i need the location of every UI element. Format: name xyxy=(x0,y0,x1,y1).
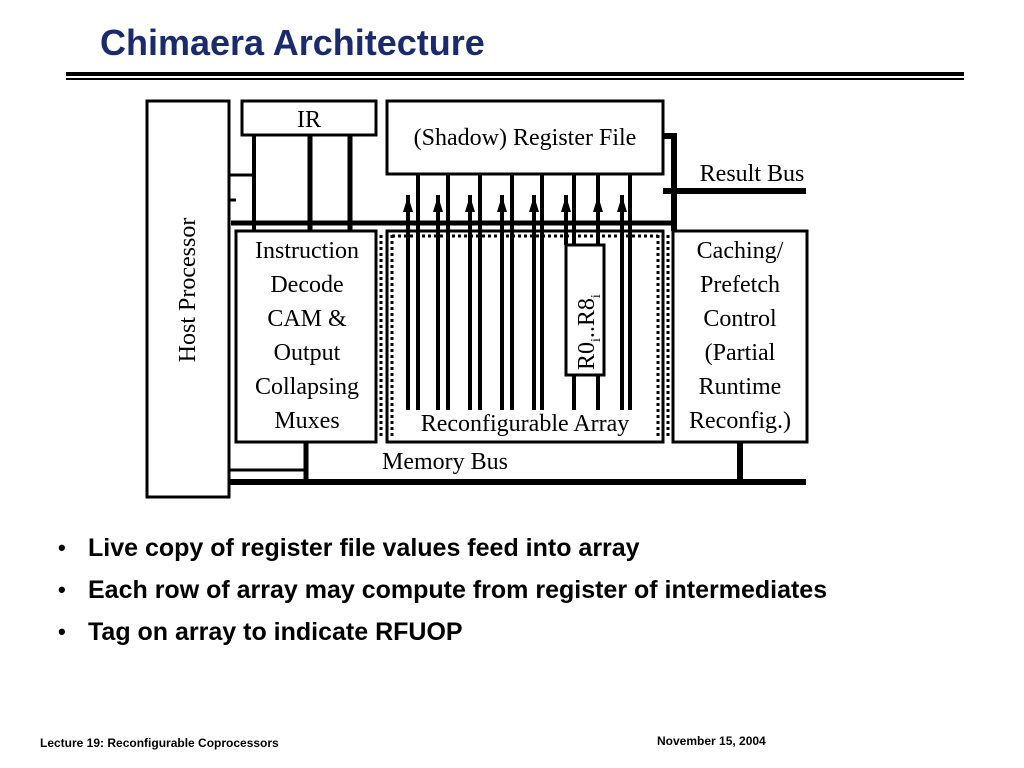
caching-control-line: Caching/ xyxy=(697,238,784,264)
registers-label-sub2: i xyxy=(589,294,604,298)
caching-control-line: Prefetch xyxy=(700,272,780,298)
caching-control-label: Caching/ Prefetch Control (Partial Runti… xyxy=(689,238,791,434)
title-rule-thin xyxy=(66,78,964,80)
bullet-text: Each row of array may compute from regis… xyxy=(88,576,828,604)
registers-label-sub1: i xyxy=(589,338,604,342)
register-file-label: (Shadow) Register File xyxy=(414,125,637,151)
reconfigurable-array-label: Reconfigurable Array xyxy=(421,411,630,437)
slide-title: Chimaera Architecture xyxy=(100,22,485,63)
bullet-list: • Live copy of register file values feed… xyxy=(58,530,827,656)
caching-control-line: Runtime xyxy=(699,374,782,400)
register-label-box xyxy=(564,243,606,377)
instruction-decode-line: Instruction xyxy=(255,238,359,264)
bullet-dot: • xyxy=(58,577,66,602)
registers-label-r0: R0 xyxy=(574,342,600,370)
footer-date: November 15, 2004 xyxy=(657,734,766,748)
bullet-dot: • xyxy=(58,619,66,644)
bullet-item: • Tag on array to indicate RFUOP xyxy=(58,614,827,656)
instruction-decode-line: Collapsing xyxy=(255,374,359,400)
bullet-item: • Each row of array may compute from reg… xyxy=(58,572,827,614)
result-bus-label: Result Bus xyxy=(700,161,805,187)
caching-control-line: Reconfig.) xyxy=(689,408,791,434)
instruction-decode-line: CAM & xyxy=(267,306,347,332)
bullet-item: • Live copy of register file values feed… xyxy=(58,530,827,572)
instruction-decode-line: Output xyxy=(274,340,341,366)
instruction-decode-line: Decode xyxy=(270,272,343,298)
bullet-text: Live copy of register file values feed i… xyxy=(88,534,640,562)
footer-lecture: Lecture 19: Reconfigurable Coprocessors xyxy=(40,736,279,750)
bullet-dot: • xyxy=(58,535,66,560)
registers-label-r8: ..R8 xyxy=(574,298,600,338)
reconfigurable-array-box xyxy=(385,229,665,444)
host-processor-box xyxy=(145,99,231,499)
host-processor-label: Host Processor xyxy=(175,218,201,363)
instruction-decode-label: Instruction Decode CAM & Output Collapsi… xyxy=(255,238,359,434)
ir-label: IR xyxy=(297,107,321,133)
memory-bus-label: Memory Bus xyxy=(382,449,508,475)
title-rule-thick xyxy=(66,72,964,76)
bullet-text: Tag on array to indicate RFUOP xyxy=(88,618,463,646)
registers-label: R0i..R8i xyxy=(574,294,604,370)
instruction-decode-line: Muxes xyxy=(274,408,339,434)
caching-control-line: (Partial xyxy=(705,340,776,366)
caching-control-line: Control xyxy=(703,306,777,332)
